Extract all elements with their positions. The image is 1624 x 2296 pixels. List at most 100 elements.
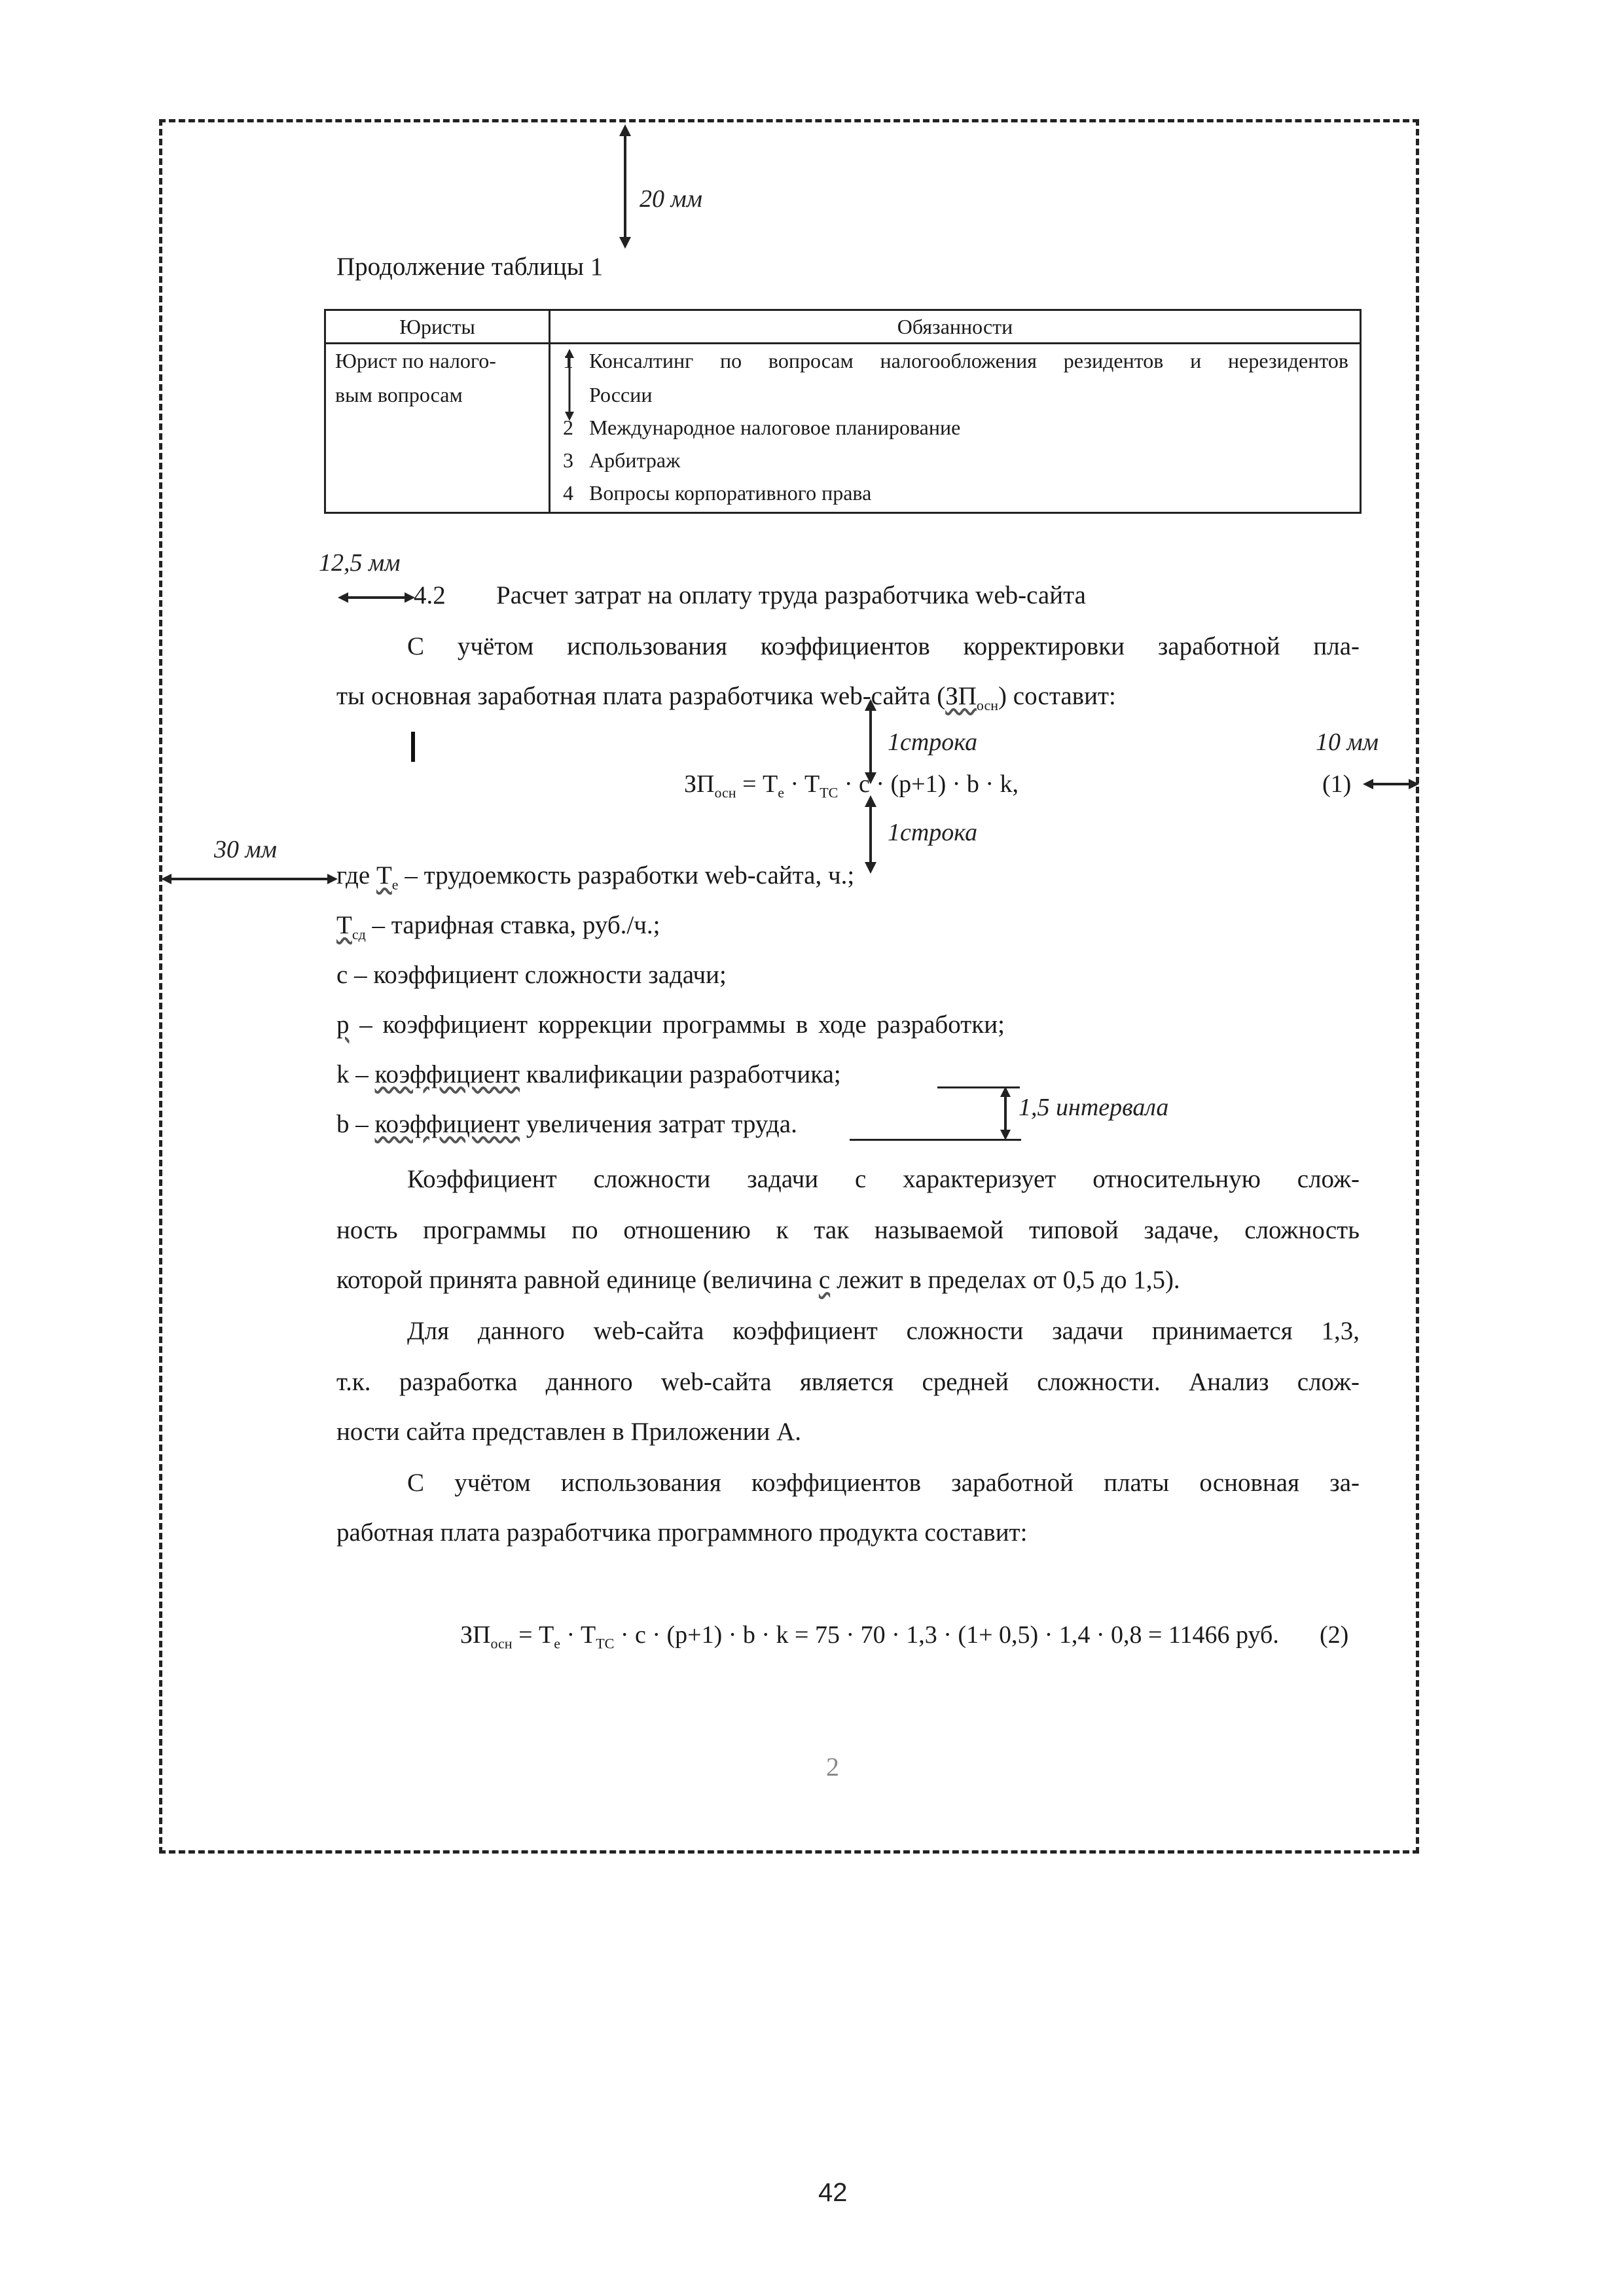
paragraph-1-line-2: ты основная заработная плата разработчик… xyxy=(336,683,1116,713)
formula-2: ЗПосн = Te · TTC · c · (p+1) · b · k = 7… xyxy=(460,1621,1279,1653)
definition-symbol: k xyxy=(336,1060,350,1088)
salary-term: ЗПосн xyxy=(945,682,999,713)
definition-symbol-main: T xyxy=(336,911,352,939)
paragraph-2-line-3-pre: которой принята равной единице (величина xyxy=(336,1266,819,1294)
spacing-guide-bottom xyxy=(850,1139,1021,1141)
paragraph-4-line-2: работная плата разработчика программного… xyxy=(336,1518,1028,1547)
definition-symbol: Tсд xyxy=(336,911,366,942)
definition-item: b – коэффициент увеличения затрат труда. xyxy=(336,1111,797,1137)
duty-text: Арбитраж xyxy=(589,448,681,472)
salary-term-sub: осн xyxy=(976,696,999,713)
definition-symbol-main: T xyxy=(376,861,392,889)
page-margin-frame xyxy=(159,119,1419,1854)
top-margin-arrow xyxy=(619,124,631,249)
definition-item: где Te – трудоемкость разработки web-сай… xyxy=(336,863,854,892)
definition-text: – коэффициент увеличения затрат труда. xyxy=(349,1110,797,1138)
paragraph-3-line-3: ности сайта представлен в Приложении А. xyxy=(336,1418,802,1446)
table-caption: Продолжение таблицы 1 xyxy=(336,253,604,281)
definition-item: p – коэффициент коррекции программы в хо… xyxy=(336,1012,1005,1037)
formula-2-rhs: = T xyxy=(518,1621,554,1649)
formula-2-number: (2) xyxy=(1320,1621,1349,1649)
spacing-guide-top xyxy=(937,1086,1020,1088)
definition-text: – коэффициент квалификации разработчика; xyxy=(349,1060,841,1088)
formula-1-sub-2: TC xyxy=(820,784,839,801)
definition-symbol: b xyxy=(336,1110,350,1138)
section-title: Расчет затрат на оплату труда разработчи… xyxy=(496,581,1086,609)
table-header-divider xyxy=(326,342,1360,344)
paragraph-1-line-1: С учётом использования коэффициентов кор… xyxy=(407,632,1360,660)
paragraph-1-line-2-post: ) составит: xyxy=(998,682,1116,710)
formula-2-mid: · T xyxy=(560,1621,596,1649)
formula-1-number: (1) xyxy=(1322,770,1352,798)
table-role-line1: Юрист по налого- xyxy=(335,349,496,372)
paragraph-4-line-1: С учётом использования коэффициентов зар… xyxy=(407,1469,1360,1497)
definition-symbol: p xyxy=(336,1011,350,1039)
table-role-line2: вым вопросам xyxy=(335,383,463,406)
definition-text: – коэффициент сложности задачи; xyxy=(348,961,727,989)
spacing-arrow xyxy=(1000,1086,1011,1140)
formula-2-lhs: ЗП xyxy=(460,1621,491,1649)
line-above-label: 1строка xyxy=(888,728,978,756)
paragraph-2-line-3-post: лежит в пределах от 0,5 до 1,5). xyxy=(830,1266,1180,1294)
definition-keyword: коэффициент xyxy=(374,1110,520,1138)
formula-1-rhs: = T xyxy=(742,770,778,798)
definition-item: k – коэффициент квалификации разработчик… xyxy=(336,1062,841,1087)
spacing-label: 1,5 интервала xyxy=(1019,1094,1169,1121)
top-margin-label: 20 мм xyxy=(640,185,703,213)
left-margin-arrow xyxy=(161,874,338,884)
paragraph-1-line-2-pre: ты основная заработная плата разработчик… xyxy=(336,682,946,710)
definition-symbol: с xyxy=(336,961,348,989)
table-header-duties: Обязанности xyxy=(897,315,1013,338)
definition-text: – трудоемкость разработки web-сайта, ч.; xyxy=(398,861,855,889)
definition-item: Tсд – тарифная ставка, руб./ч.; xyxy=(336,912,660,942)
page-number: 42 xyxy=(818,2178,848,2207)
paragraph-2-line-2: ность программы по отношению к так назыв… xyxy=(336,1216,1360,1244)
paragraph-2-line-1: Коэффициент сложности задачи с характери… xyxy=(407,1165,1360,1193)
line-above-arrow xyxy=(865,699,876,784)
definition-symbol-sub: e xyxy=(391,876,399,893)
line-below-label: 1строка xyxy=(888,819,978,846)
paragraph-3-line-1: Для данного web-сайта коэффициент сложно… xyxy=(407,1317,1360,1345)
right-margin-arrow xyxy=(1363,779,1419,789)
indent-label: 12,5 мм xyxy=(319,549,401,577)
formula-2-sub-1: e xyxy=(554,1635,560,1652)
duty-number: 2 xyxy=(563,416,573,439)
row-spacing-arrow xyxy=(565,349,574,421)
duty-text: Консалтинг по вопросам налогообложения р… xyxy=(589,349,1348,372)
duty-text: Международное налоговое планирование xyxy=(589,416,961,439)
formula-1-lhs-sub: осн xyxy=(714,784,736,801)
definition-prefix: где xyxy=(336,861,376,889)
formula-1-lhs: ЗП xyxy=(684,770,715,798)
definition-text: – тарифная ставка, руб./ч.; xyxy=(365,911,660,939)
duty-text: России xyxy=(589,383,653,406)
duty-text: Вопросы корпоративного права xyxy=(589,481,872,505)
formula-1-mid: · T xyxy=(784,770,820,798)
inner-page-number: 2 xyxy=(826,1752,839,1782)
paragraph-2-line-3: которой принята равной единице (величина… xyxy=(336,1267,1180,1293)
complexity-symbol: с xyxy=(818,1266,831,1294)
formula-1: ЗПосн = Te · TTC · c · (p+1) · b · k, xyxy=(684,770,1019,802)
definition-text: – коэффициент коррекции программы в ходе… xyxy=(349,1011,1005,1039)
right-margin-label: 10 мм xyxy=(1316,728,1379,756)
definition-item: с – коэффициент сложности задачи; xyxy=(336,962,727,988)
formula-1-tail: · c · (p+1) · b · k, xyxy=(838,770,1019,798)
formula-2-lhs-sub: осн xyxy=(490,1635,513,1652)
formula-1-sub-1: e xyxy=(778,784,784,801)
responsibilities-table: Юристы Обязанности Юрист по налого- вым … xyxy=(324,309,1362,514)
formula-2-tail: · c · (p+1) · b · k = 75 · 70 · 1,3 · (1… xyxy=(614,1621,1279,1649)
definition-symbol: Te xyxy=(376,861,399,891)
formula-2-sub-2: TC xyxy=(596,1635,615,1652)
definition-symbol-sub: сд xyxy=(352,925,366,942)
table-column-divider xyxy=(549,311,550,512)
section-number: 4.2 xyxy=(414,581,446,609)
text-cursor xyxy=(411,732,415,762)
table-header-lawyers: Юристы xyxy=(399,315,475,338)
duty-number: 3 xyxy=(563,448,573,472)
indent-arrow xyxy=(338,592,415,603)
paragraph-3-line-2: т.к. разработка данного web-сайта являет… xyxy=(336,1368,1360,1396)
definition-keyword: коэффициент xyxy=(374,1060,520,1088)
left-margin-label: 30 мм xyxy=(214,836,278,863)
line-below-arrow xyxy=(865,795,876,874)
salary-term-main: ЗП xyxy=(945,682,977,710)
duty-number: 4 xyxy=(563,481,573,505)
